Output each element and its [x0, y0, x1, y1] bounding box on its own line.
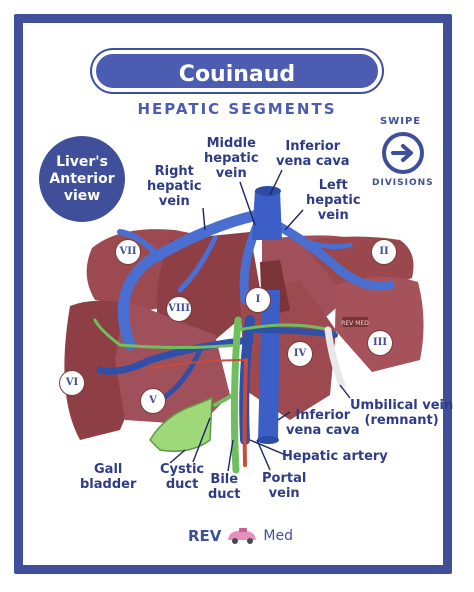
segment-VI: VI: [60, 371, 84, 395]
segment-I: I: [246, 288, 270, 312]
page-subtitle: HEPATIC SEGMENTS: [137, 100, 337, 118]
label-portal-vein: Portal vein: [262, 471, 307, 501]
view-badge-text: Liver's Anterior view: [49, 153, 115, 204]
divisions-label: DIVISIONS: [372, 178, 434, 188]
brand-tag: [342, 317, 368, 327]
logo-med-text: Med: [263, 528, 293, 544]
view-badge: Liver's Anterior view: [39, 136, 125, 222]
label-right-hepatic-vein: Right hepatic vein: [147, 164, 202, 209]
label-pointers: [169, 169, 351, 472]
segment-VIII: VIII: [167, 297, 191, 321]
swipe-label: SWIPE: [380, 116, 422, 127]
page-title: Couinaud Classification: [92, 50, 382, 129]
umbilical-vein: [324, 326, 346, 389]
car-icon: [228, 528, 257, 544]
segment-II: II: [372, 240, 396, 264]
revmed-logo: REV Med: [188, 524, 293, 548]
label-left-hepatic-vein: Left hepatic vein: [306, 178, 361, 223]
label-gall-bladder: Gall bladder: [80, 462, 137, 492]
bile-ducts: [93, 316, 332, 474]
label-middle-hepatic-vein: Middle hepatic vein: [204, 136, 259, 181]
logo-rev-text: REV: [188, 527, 222, 545]
segment-V: V: [141, 389, 165, 413]
label-bile-duct: Bile duct: [208, 472, 241, 502]
ivc-top: [252, 190, 282, 240]
ivc-top-opening: [255, 186, 281, 196]
hepatic-artery: [149, 358, 248, 467]
page-frame: [14, 14, 452, 574]
gall-bladder: [149, 396, 213, 452]
label-umbilical-vein: Umbilical vein (remnant): [350, 398, 454, 428]
label-inferior-vena-cava-top: Inferior vena cava: [276, 139, 350, 169]
brand-tag-text: REV MED: [341, 320, 369, 327]
label-hepatic-artery: Hepatic artery: [282, 449, 388, 464]
label-inferior-vena-cava-bottom: Inferior vena cava: [286, 408, 360, 438]
arrow-right-icon[interactable]: [382, 132, 424, 174]
segment-III: III: [368, 331, 392, 355]
label-cystic-duct: Cystic duct: [160, 462, 205, 492]
segment-VII: VII: [116, 240, 140, 264]
segment-IV: IV: [288, 342, 312, 366]
ivc-bottom-opening: [257, 436, 279, 444]
